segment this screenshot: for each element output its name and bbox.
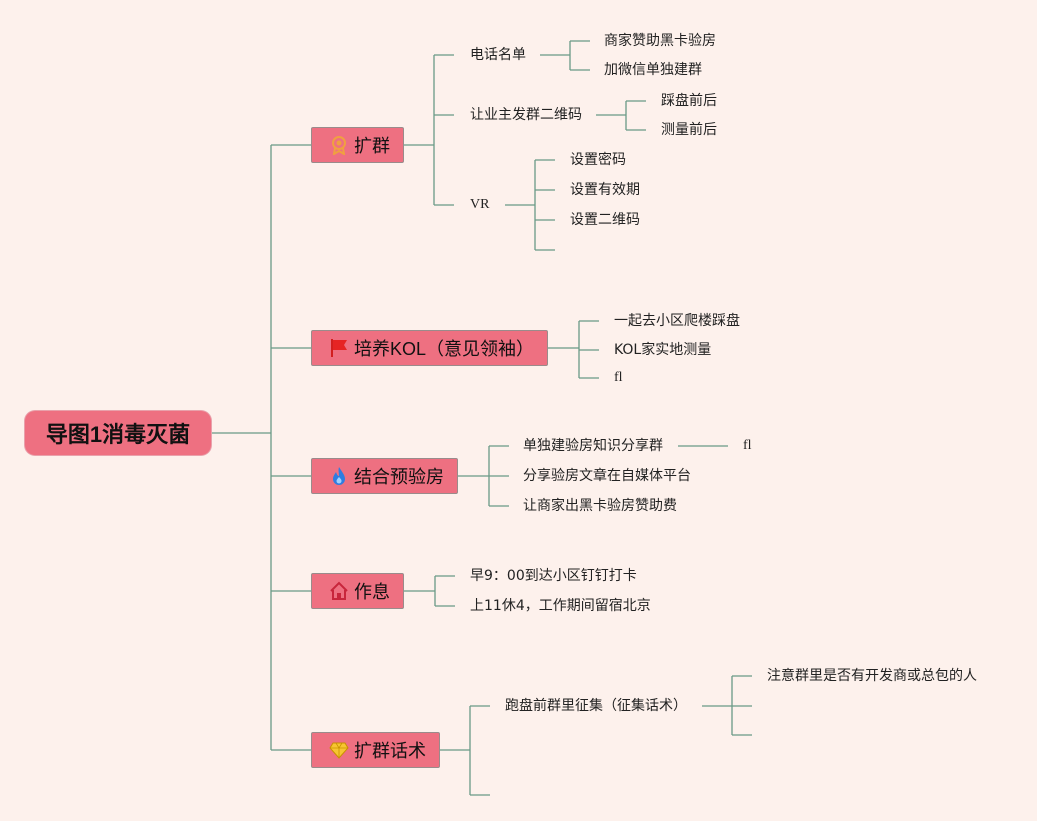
- branch-topic-expand-group[interactable]: 扩群: [311, 127, 404, 163]
- connector: [540, 40, 590, 71]
- flame-icon: [328, 465, 350, 487]
- connector: [404, 54, 454, 206]
- connector: [702, 675, 752, 736]
- branch-label: 作息: [354, 582, 390, 602]
- leaf-topic[interactable]: 一起去小区爬楼踩盘: [614, 313, 740, 329]
- connector: [271, 144, 311, 751]
- leaf-topic[interactable]: 分享验房文章在自媒体平台: [523, 468, 691, 484]
- subtopic[interactable]: 让业主发群二维码: [470, 107, 582, 123]
- branch-topic-kol[interactable]: 培养KOL（意见领袖）: [311, 330, 548, 366]
- connector: [440, 705, 490, 796]
- diamond-icon: [328, 739, 350, 761]
- leaf-topic[interactable]: 让商家出黑卡验房赞助费: [523, 498, 677, 514]
- leaf-topic[interactable]: 上11休4，工作期间留宿北京: [470, 598, 651, 614]
- leaf-topic[interactable]: 设置有效期: [570, 182, 640, 198]
- leaf-topic[interactable]: 设置密码: [570, 152, 626, 168]
- connector: [505, 159, 555, 251]
- branch-topic-schedule[interactable]: 作息: [311, 573, 404, 609]
- red-flag-icon: [328, 337, 350, 359]
- leaf-topic[interactable]: fl: [614, 370, 623, 385]
- subtopic[interactable]: VR: [470, 197, 490, 212]
- leaf-topic[interactable]: KOL家实地测量: [614, 342, 712, 358]
- leaf-topic[interactable]: 商家赞助黑卡验房: [604, 33, 716, 49]
- home-icon: [328, 580, 350, 602]
- branch-label: 结合预验房: [354, 467, 444, 487]
- connector: [596, 100, 646, 131]
- connector: [458, 445, 509, 507]
- leaf-topic[interactable]: 注意群里是否有开发商或总包的人: [767, 668, 977, 684]
- root-topic-label: 导图1消毒灭菌: [45, 422, 191, 447]
- connector: [404, 575, 455, 607]
- branch-topic-group-script[interactable]: 扩群话术: [311, 732, 440, 768]
- branch-label: 培养KOL（意见领袖）: [354, 339, 535, 359]
- leaf-topic[interactable]: 测量前后: [661, 122, 717, 138]
- subtopic[interactable]: 单独建验房知识分享群: [523, 438, 663, 454]
- leaf-topic[interactable]: 设置二维码: [570, 212, 640, 228]
- branch-label: 扩群话术: [354, 741, 426, 761]
- branch-topic-pre-inspection[interactable]: 结合预验房: [311, 458, 458, 494]
- leaf-topic[interactable]: 加微信单独建群: [604, 62, 702, 78]
- subtopic[interactable]: 跑盘前群里征集（征集话术）: [505, 698, 687, 714]
- root-topic[interactable]: 导图1消毒灭菌: [25, 411, 211, 455]
- leaf-topic[interactable]: 早9：00到达小区钉钉打卡: [470, 568, 637, 584]
- subtopic[interactable]: 电话名单: [470, 47, 526, 63]
- leaf-topic[interactable]: 踩盘前后: [661, 93, 717, 109]
- award-medal-icon: [328, 134, 350, 156]
- connector: [548, 320, 599, 379]
- leaf-topic[interactable]: fl: [743, 438, 752, 453]
- branch-label: 扩群: [354, 136, 390, 156]
